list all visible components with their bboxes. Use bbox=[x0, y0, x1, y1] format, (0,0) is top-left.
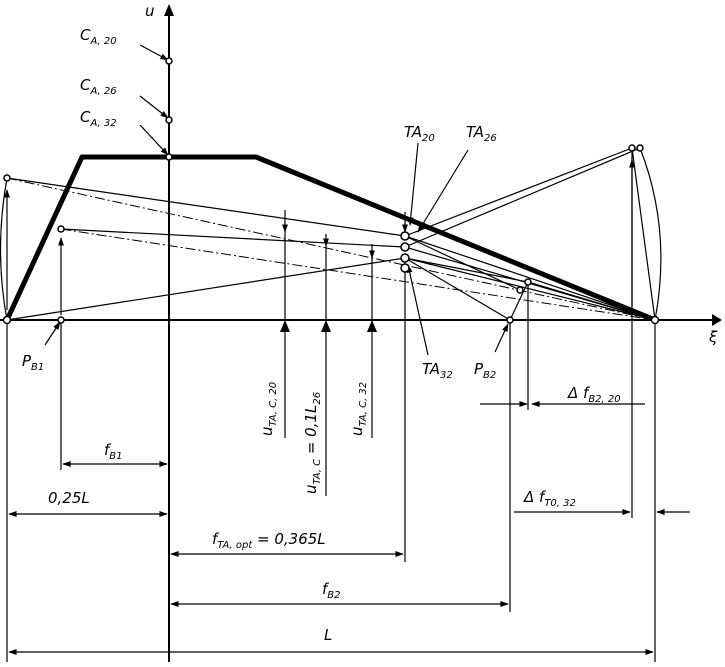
x-axis-arrow-icon bbox=[712, 314, 722, 326]
label-pb2: PB2 bbox=[474, 360, 496, 381]
label-fb2: fB2 bbox=[322, 580, 341, 601]
label-uta20: uTA, C, 20 bbox=[258, 382, 279, 436]
label-ta20: TA20 bbox=[404, 123, 435, 144]
label-utac: uTA, C = 0,1L26 bbox=[302, 392, 323, 494]
label-l: L bbox=[324, 626, 332, 644]
arc-left bbox=[0, 177, 8, 321]
axis-ticks bbox=[280, 320, 377, 332]
leader-ca20 bbox=[139, 44, 169, 61]
leader-pb1 bbox=[44, 321, 61, 346]
leader-ta26 bbox=[417, 149, 469, 233]
x-axis-label: ξ bbox=[708, 328, 718, 346]
y-axis-arrow-icon bbox=[164, 4, 174, 16]
leader-ta20 bbox=[407, 142, 419, 226]
construction-lines bbox=[6, 147, 656, 321]
label-uta32: uTA, C, 32 bbox=[348, 382, 369, 436]
label-ca26: CA, 26 bbox=[80, 76, 117, 97]
leader-ca26 bbox=[139, 95, 169, 119]
label-ta32: TA32 bbox=[422, 360, 453, 381]
leader-ta32 bbox=[406, 264, 429, 356]
label-fta: fTA, opt = 0,365L bbox=[212, 530, 326, 551]
label-ca32: CA, 32 bbox=[80, 108, 117, 129]
nodes bbox=[2, 57, 660, 325]
label-pb1: PB1 bbox=[22, 352, 44, 373]
dash-dot-lines bbox=[6, 177, 656, 321]
y-axis-label: u bbox=[145, 2, 155, 20]
leader-pb2 bbox=[494, 323, 509, 353]
label-dft0: Δ fT0, 32 bbox=[523, 488, 576, 509]
label-fb1: fB1 bbox=[104, 441, 123, 462]
leader-ca32 bbox=[139, 124, 169, 156]
label-ca20: CA, 20 bbox=[80, 26, 117, 47]
label-dfb2: Δ fB2, 20 bbox=[567, 384, 621, 405]
arc-right bbox=[639, 147, 662, 321]
label-ta26: TA26 bbox=[466, 123, 497, 144]
label-025l: 0,25L bbox=[48, 489, 90, 507]
